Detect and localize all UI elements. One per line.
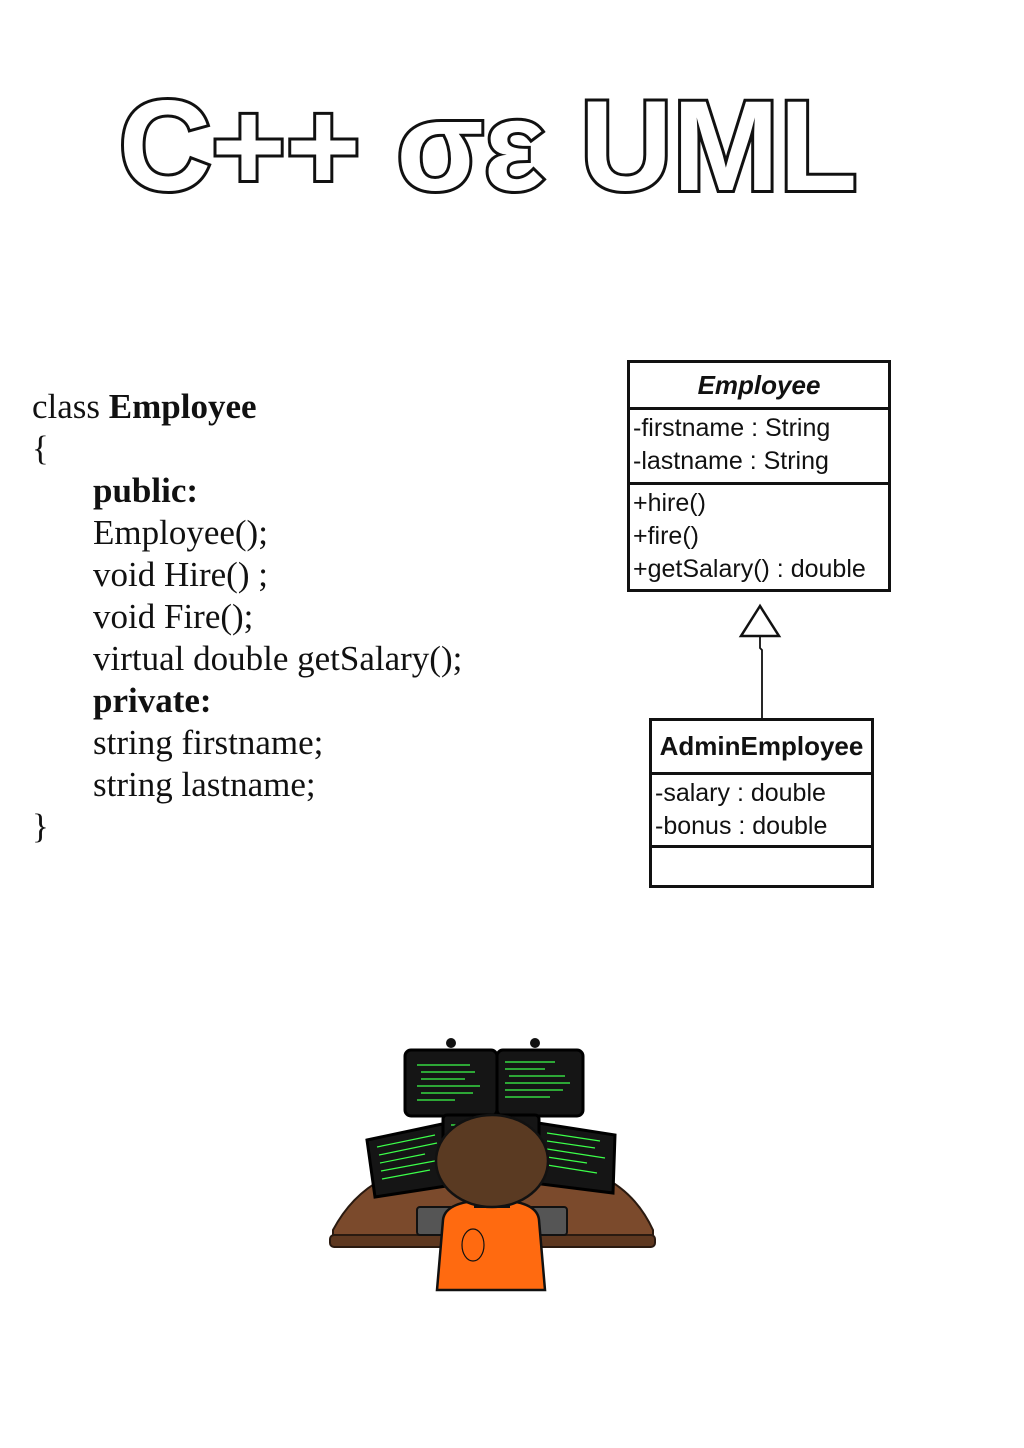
uml-operations: +hire() +fire() +getSalary() : double: [630, 485, 888, 592]
uml-attributes: -firstname : String -lastname : String: [630, 410, 888, 485]
hair: [434, 1113, 550, 1209]
uml-operation: +getSalary() : double: [633, 555, 866, 583]
uml-operations: [652, 848, 871, 888]
monitor-left: [365, 1121, 455, 1199]
uml-attribute: -bonus : double: [655, 812, 828, 840]
code-member: string firstname;: [93, 723, 324, 762]
code-close-brace: }: [32, 807, 49, 846]
hollow-triangle-icon: [738, 603, 782, 638]
code-keyword-class: class: [32, 387, 101, 426]
uml-attribute: -lastname : String: [633, 447, 829, 475]
code-member: string lastname;: [93, 765, 316, 804]
code-open-brace: {: [32, 429, 49, 468]
code-public-label: public:: [93, 471, 199, 510]
monitor-top-left: [403, 1038, 499, 1118]
monitor-top-right: [495, 1038, 585, 1118]
page-title: C++ σε UML: [0, 72, 1024, 222]
uml-attribute: -firstname : String: [633, 414, 831, 442]
uml-operation: +hire(): [633, 489, 706, 517]
uml-operation: +fire(): [633, 522, 699, 550]
title-text: C++ σε UML: [119, 75, 858, 218]
code-class-line: class Employee: [32, 386, 462, 428]
monitor-right: [531, 1121, 617, 1195]
uml-class-name: AdminEmployee: [652, 721, 871, 775]
uml-class-employee: Employee -firstname : String -lastname :…: [627, 360, 891, 592]
uml-class-name: Employee: [630, 363, 888, 410]
code-member: virtual double getSalary();: [93, 639, 463, 678]
shirt: [435, 1198, 547, 1292]
generalization-arrow: [738, 603, 782, 718]
uml-attribute: -salary : double: [655, 779, 826, 807]
code-class-name: Employee: [108, 387, 257, 426]
inheritance-line: [759, 636, 763, 718]
code-private-label: private:: [93, 681, 212, 720]
code-member: Employee();: [93, 513, 268, 552]
code-member: void Hire() ;: [93, 555, 268, 594]
uml-attributes: -salary : double -bonus : double: [652, 775, 871, 848]
uml-class-adminemployee: AdminEmployee -salary : double -bonus : …: [649, 718, 874, 888]
shirt-fold: [461, 1228, 485, 1262]
code-listing: class Employee { public: Employee(); voi…: [32, 386, 462, 848]
code-member: void Fire();: [93, 597, 254, 636]
programmer-illustration: [329, 1038, 656, 1292]
